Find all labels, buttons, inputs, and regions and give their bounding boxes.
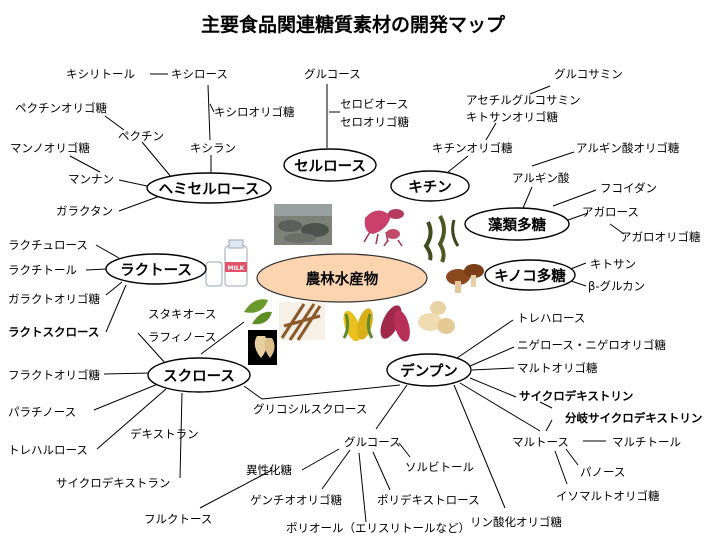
label-cyclodextrin: サイクロデキストリン <box>519 389 633 403</box>
label-xylooligo: キシロオリゴ糖 <box>214 105 295 119</box>
chitin-node <box>390 170 470 202</box>
sucrose-node <box>147 357 251 393</box>
starch-title: デンプン <box>400 362 458 380</box>
corn-image <box>342 308 374 342</box>
soybean-image <box>244 299 272 325</box>
shrimp-crab-image <box>363 209 404 247</box>
mushroom-image <box>446 264 484 293</box>
label-lactulose: ラクチュロース <box>8 238 88 252</box>
hemicellulose-node <box>146 172 272 204</box>
shellfish-image <box>274 204 332 245</box>
sugar-beet-image <box>248 330 277 365</box>
label-maltitol: マルチトール <box>612 435 681 449</box>
label-xylose: キシロース <box>171 67 228 81</box>
label-xylan: キシラン <box>190 141 236 155</box>
label-sorbitol: ソルビトール <box>405 460 474 474</box>
food-images: MILK <box>205 204 484 365</box>
seaweed-image <box>423 215 460 263</box>
category-nodes <box>105 148 576 393</box>
label-xylitol: キシリトール <box>66 67 135 81</box>
label-mannan: マンナン <box>68 172 114 186</box>
label-alginate-oligo: アルギン酸オリゴ糖 <box>576 141 680 155</box>
label-polyol: ポリオール（エリスリトールなど） <box>286 521 470 535</box>
algae-title: 藻類多糖 <box>488 216 546 234</box>
sweet-potato-image <box>380 305 410 342</box>
map-title: 主要食品関連糖質素材の開発マップ <box>201 13 506 36</box>
node-titles: ヘミセルロース セルロース キチン 藻類多糖 キノコ多糖 ラクトース スクロース… <box>120 158 566 385</box>
label-glucose: グルコース <box>344 435 401 449</box>
lactose-node <box>105 253 207 285</box>
label-fucoidan: フコイダン <box>600 181 657 195</box>
label-nigerose: ニゲロース・ニゲロオリゴ糖 <box>517 338 666 352</box>
label-malto-oligo: マルトオリゴ糖 <box>517 361 598 375</box>
connector-lines <box>69 73 625 523</box>
label-fructo-oligo: フラクトオリゴ糖 <box>8 368 100 382</box>
chitin-title: キチン <box>408 179 452 196</box>
mushroom-node <box>484 259 576 291</box>
label-galactan: ガラクタン <box>56 204 113 218</box>
label-chitin-oligo: キチンオリゴ糖 <box>432 141 513 155</box>
label-cyclodextran: サイクロデキストラン <box>56 476 170 490</box>
label-isomerization: 異性化糖 <box>246 463 292 477</box>
label-lactosucrose: ラクトスクロース <box>8 325 99 339</box>
milk-bottle-image: MILK <box>205 239 248 287</box>
label-maltose: マルトース <box>512 435 569 449</box>
label-trehalose: トレハロース <box>517 311 585 325</box>
label-galacto-oligo: ガラクトオリゴ糖 <box>8 292 100 306</box>
label-glucosylsucrose: グリコシルスクロース <box>253 402 367 416</box>
label-agarose: アガロース <box>582 205 639 219</box>
label-agaro-oligo: アガロオリゴ糖 <box>620 230 701 244</box>
label-cellobiose: セロビオース <box>340 97 408 111</box>
cellulose-title: セルロース <box>294 158 366 175</box>
label-panose: パノース <box>580 465 625 479</box>
lactose-title: ラクトース <box>120 262 192 279</box>
label-glucosamine: グルコサミン <box>554 67 623 81</box>
label-isomalto-oligo: イソマルトオリゴ糖 <box>556 489 660 503</box>
label-polydextrose: ポリデキストロース <box>377 493 480 507</box>
label-alginate: アルギン酸 <box>512 171 570 185</box>
potato-image <box>418 301 455 334</box>
label-acetylglucosamine: アセチルグルコサミン <box>466 93 581 107</box>
center-node <box>256 253 428 303</box>
label-lactitol: ラクチトール <box>8 263 77 277</box>
starch-node <box>386 353 472 387</box>
label-palatinose: パラチノース <box>8 405 76 419</box>
label-dextran: デキストラン <box>130 427 199 441</box>
sucrose-title: スクロース <box>163 368 235 385</box>
label-manno-oligo: マンノオリゴ糖 <box>10 141 90 155</box>
label-branched-cd: 分岐サイクロデキストリン <box>565 411 702 425</box>
algae-node <box>464 207 570 241</box>
mushroom-title: キノコ多糖 <box>494 267 566 285</box>
label-gentio-oligo: ゲンチオオリゴ糖 <box>250 493 342 507</box>
label-chitosan-oligo: キトサンオリゴ糖 <box>466 110 558 124</box>
label-raffinose: ラフィノース <box>148 330 216 344</box>
cellulose-node <box>283 148 377 182</box>
label-pectin: ペクチン <box>118 129 164 143</box>
label-glucose-top: グルコース <box>304 67 361 81</box>
label-chitosan: キトサン <box>590 257 636 271</box>
milk-label: MILK <box>228 265 245 272</box>
label-fructose: フルクトース <box>144 512 212 526</box>
label-phosphoryl-oligo: リン酸化オリゴ糖 <box>470 515 562 529</box>
burdock-image <box>279 302 325 341</box>
label-stachyose: スタキオース <box>148 307 216 321</box>
label-trehalulose: トレハルロース <box>8 443 88 457</box>
label-cellooligo: セロオリゴ糖 <box>340 115 409 129</box>
label-beta-glucan: β-グルカン <box>588 279 645 293</box>
center-title: 農林水産物 <box>306 270 379 288</box>
material-labels: キシリトール キシロース キシロオリゴ糖 キシラン ペクチンオリゴ糖 ペクチン … <box>8 67 702 535</box>
label-pectin-oligo: ペクチンオリゴ糖 <box>15 101 107 115</box>
hemicellulose-title: ヘミセルロース <box>159 181 260 198</box>
